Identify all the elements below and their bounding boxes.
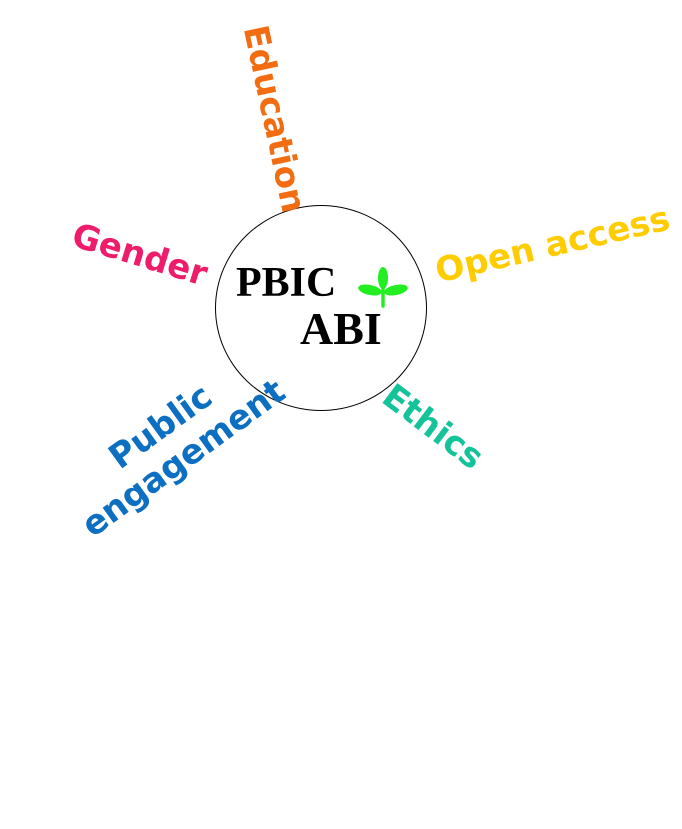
- topic-education-label: Education: [234, 21, 314, 217]
- topic-ethics-label: Ethics: [374, 376, 492, 478]
- sprout-icon: [358, 267, 408, 308]
- topic-gender: Gender: [67, 216, 212, 295]
- topic-open-access-label: Open access: [431, 198, 674, 292]
- logo-text-pbic: PBIC: [236, 260, 337, 306]
- topic-open-access: Open access: [431, 198, 674, 292]
- topic-education: Education: [234, 21, 314, 217]
- topic-gender-label: Gender: [67, 215, 213, 295]
- topic-ethics: Ethics: [374, 376, 492, 478]
- topic-public-engagement: Public engagement: [52, 341, 293, 546]
- logo-text-abi: ABI: [300, 303, 382, 354]
- center-circle: [215, 205, 427, 411]
